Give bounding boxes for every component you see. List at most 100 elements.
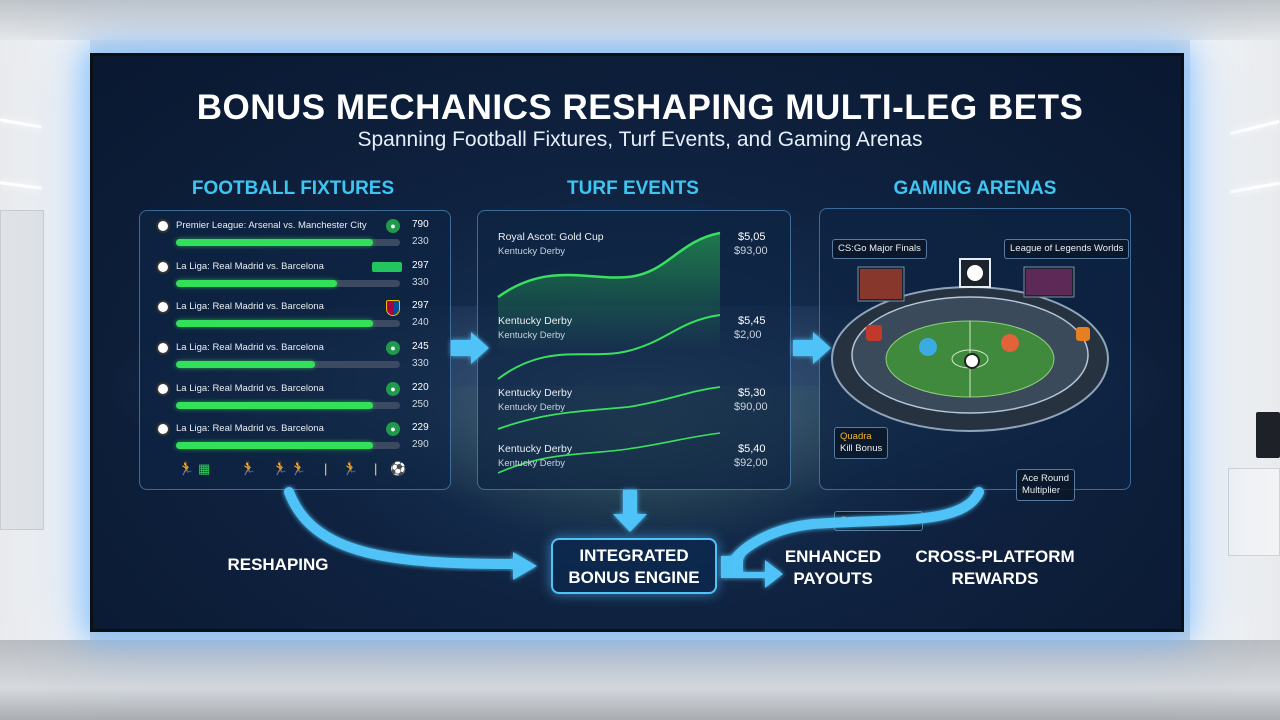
race-name: Kentucky Derby <box>498 443 573 455</box>
arrow-right-icon <box>451 332 489 364</box>
trend-line-1 <box>497 231 721 299</box>
fixture-bar-track <box>176 442 400 449</box>
cross-platform-rewards-label: CROSS-PLATFORM REWARDS <box>905 546 1085 590</box>
fixture-value-primary: 220 <box>412 382 429 393</box>
fixture-bar-fill <box>176 361 315 368</box>
race-name: Kentucky Derby <box>498 387 573 399</box>
race-name: Kentucky Derby <box>498 315 573 327</box>
fixture-label: La Liga: Real Madrid vs. Barcelona <box>176 423 324 434</box>
race-subtitle: Kentucky Derby <box>498 330 566 341</box>
payouts-line-2: PAYOUTS <box>793 569 873 588</box>
race-odds-primary: $5,45 <box>738 315 766 327</box>
esports-logo-icon <box>1076 327 1090 341</box>
fixture-row[interactable]: La Liga: Real Madrid vs. Barcelona ● 220… <box>140 382 450 418</box>
fixture-row[interactable]: La Liga: Real Madrid vs. Barcelona 297 3… <box>140 260 450 296</box>
turf-heading: TURF EVENTS <box>567 178 699 199</box>
football-icon: ⚽ <box>390 461 407 476</box>
page-title: BONUS MECHANICS RESHAPING MULTI-LEG BETS <box>196 88 1084 127</box>
fixture-bar-track <box>176 402 400 409</box>
fixture-row[interactable]: La Liga: Real Madrid vs. Barcelona ● 229… <box>140 422 450 458</box>
arrow-right-icon <box>793 332 831 364</box>
room-floor <box>0 640 1280 720</box>
fixture-value-primary: 229 <box>412 422 429 433</box>
race-row[interactable]: Kentucky Derby Kentucky Derby $5,40 $92,… <box>478 443 790 483</box>
arena-screen-left-content <box>860 269 902 299</box>
fixture-bar-fill <box>176 280 338 287</box>
engine-line-1: INTEGRATED <box>579 546 689 565</box>
rewards-line-1: CROSS-PLATFORM <box>915 547 1075 566</box>
trend-area <box>498 233 720 351</box>
esports-logo-icon <box>866 325 882 341</box>
connector-left <box>284 487 518 569</box>
desk-monitor <box>1256 412 1280 458</box>
race-row[interactable]: Royal Ascot: Gold Cup Kentucky Derby $5,… <box>478 231 790 271</box>
room-ceiling <box>0 0 1280 40</box>
race-odds-secondary: $93,00 <box>734 245 768 257</box>
rewards-line-2: REWARDS <box>951 569 1039 588</box>
gaming-panel: CS:Go Major Finals League of Legends Wor… <box>819 208 1131 531</box>
club-crest-icon <box>386 300 400 316</box>
arrow-right-icon <box>513 552 537 580</box>
football-icon <box>156 300 170 314</box>
quadra-highlight: Quadra <box>840 431 872 442</box>
fixture-row[interactable]: La Liga: Real Madrid vs. Barcelona 297 2… <box>140 300 450 336</box>
race-row[interactable]: Kentucky Derby Kentucky Derby $5,45 $2,0… <box>478 315 790 355</box>
arrow-down-icon <box>613 490 647 532</box>
race-odds-primary: $5,40 <box>738 443 766 455</box>
team-badge-icon: ● <box>386 422 400 436</box>
connector-right <box>728 487 984 567</box>
fixture-label: La Liga: Real Madrid vs. Barcelona <box>176 261 324 272</box>
turf-trend-chart <box>497 231 721 474</box>
fixture-bar-track <box>176 280 400 287</box>
race-subtitle: Kentucky Derby <box>498 402 566 413</box>
runner-icon: 🏃 <box>272 461 289 476</box>
race-odds-secondary: $2,00 <box>734 329 762 341</box>
trend-line-3 <box>497 386 721 430</box>
gaming-heading: GAMING ARENAS <box>893 178 1057 199</box>
enhanced-payouts-label: ENHANCED PAYOUTS <box>773 546 893 590</box>
team-badge-icon: ● <box>386 341 400 355</box>
football-icon <box>156 422 170 436</box>
lol-tag[interactable]: League of Legends Worlds <box>1004 239 1130 259</box>
race-row[interactable]: Kentucky Derby Kentucky Derby $5,30 $90,… <box>478 387 790 427</box>
football-icon <box>964 353 980 369</box>
fixture-row[interactable]: Premier League: Arsenal vs. Manchester C… <box>140 219 450 255</box>
arena-screen-right-content <box>1026 269 1072 295</box>
fixture-label: La Liga: Real Madrid vs. Barcelona <box>176 342 324 353</box>
bonus-engine-box[interactable]: INTEGRATED BONUS ENGINE <box>551 538 717 594</box>
player-figure-blue <box>919 338 937 356</box>
race-subtitle: Kentucky Derby <box>498 458 566 469</box>
football-heading: FOOTBALL FIXTURES <box>191 178 395 199</box>
quadra-rest: Kill Bonus <box>840 443 883 454</box>
football-icon <box>965 263 985 283</box>
arrow-right-icon <box>721 556 783 588</box>
fixture-value-secondary: 330 <box>412 277 429 288</box>
race-name: Royal Ascot: Gold Cup <box>498 231 604 243</box>
race-odds-secondary: $92,00 <box>734 457 768 469</box>
fixture-row[interactable]: La Liga: Real Madrid vs. Barcelona ● 245… <box>140 341 450 377</box>
fixture-value-primary: 790 <box>412 219 429 230</box>
fixture-bar-fill <box>176 402 374 409</box>
fixture-value-primary: 297 <box>412 300 429 311</box>
csgo-tag[interactable]: CS:Go Major Finals <box>832 239 927 259</box>
fixture-value-secondary: 230 <box>412 236 429 247</box>
fixture-bar-fill <box>176 442 374 449</box>
fixture-bar-fill <box>176 239 374 246</box>
fixture-value-secondary: 290 <box>412 439 429 450</box>
wall-door <box>0 210 44 530</box>
fixture-bar-track <box>176 239 400 246</box>
display-screen: BONUS MECHANICS RESHAPING MULTI-LEG BETS… <box>90 53 1184 632</box>
engine-line-2: BONUS ENGINE <box>568 568 700 587</box>
fixture-bar-fill <box>176 320 374 327</box>
page-subtitle: Spanning Football Fixtures, Turf Events,… <box>357 128 923 151</box>
player-figure-red <box>1001 334 1019 352</box>
football-panel: Premier League: Arsenal vs. Manchester C… <box>139 210 451 490</box>
fixture-value-secondary: 240 <box>412 317 429 328</box>
team-badge-icon <box>372 262 402 272</box>
fixture-value-secondary: 330 <box>412 358 429 369</box>
runner-icon: 🏃 <box>290 461 307 476</box>
fixture-bar-track <box>176 320 400 327</box>
ticket-icon: ▦ <box>198 461 211 476</box>
